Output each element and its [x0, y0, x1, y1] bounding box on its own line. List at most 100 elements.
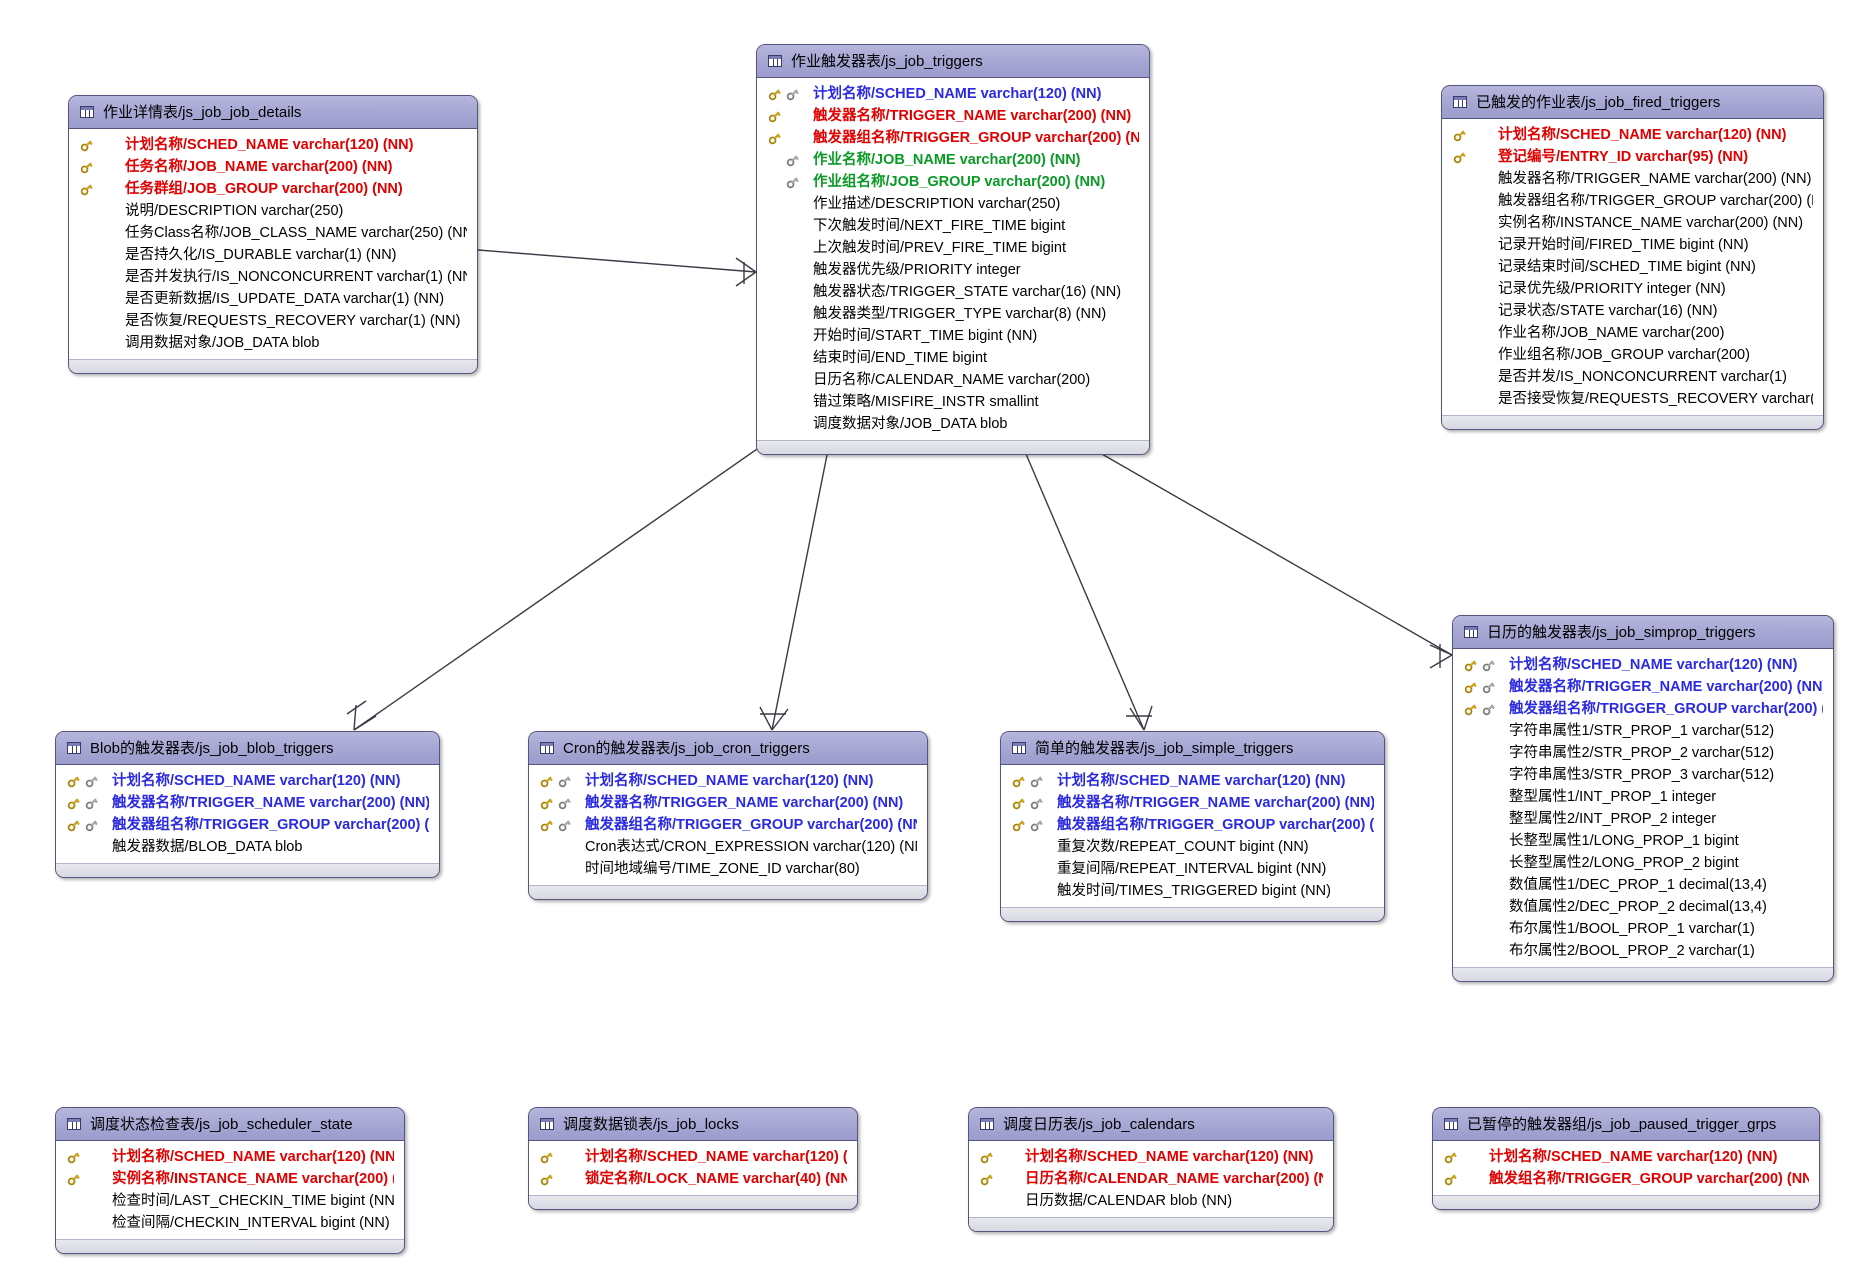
- attribute-row[interactable]: 数值属性1/DEC_PROP_1 decimal(13,4): [1463, 874, 1823, 896]
- attribute-row[interactable]: Cron表达式/CRON_EXPRESSION varchar(120) (NN…: [539, 836, 917, 858]
- attribute-row[interactable]: 触发器状态/TRIGGER_STATE varchar(16) (NN): [767, 281, 1139, 303]
- attribute-row[interactable]: 记录优先级/PRIORITY integer (NN): [1452, 278, 1813, 300]
- attribute-row[interactable]: 计划名称/SCHED_NAME varchar(120) (NN): [1011, 770, 1374, 792]
- attribute-row[interactable]: 时间地域编号/TIME_ZONE_ID varchar(80): [539, 858, 917, 880]
- attribute-row[interactable]: 触发器优先级/PRIORITY integer: [767, 259, 1139, 281]
- attribute-row[interactable]: 重复间隔/REPEAT_INTERVAL bigint (NN): [1011, 858, 1374, 880]
- attribute-row[interactable]: 是否恢复/REQUESTS_RECOVERY varchar(1) (NN): [79, 310, 467, 332]
- entity-fired_triggers[interactable]: 已触发的作业表/js_job_fired_triggers 计划名称/SCHED_…: [1441, 85, 1824, 430]
- attribute-row[interactable]: 下次触发时间/NEXT_FIRE_TIME bigint: [767, 215, 1139, 237]
- attribute-row[interactable]: 字符串属性1/STR_PROP_1 varchar(512): [1463, 720, 1823, 742]
- attribute-row[interactable]: 实例名称/INSTANCE_NAME varchar(200) (NN): [1452, 212, 1813, 234]
- attribute-row[interactable]: 结束时间/END_TIME bigint: [767, 347, 1139, 369]
- entity-header-paused_trigger_grps[interactable]: 已暂停的触发器组/js_job_paused_trigger_grps: [1433, 1108, 1819, 1141]
- attribute-row[interactable]: 触发器组名称/TRIGGER_GROUP varchar(200) (NN): [1011, 814, 1374, 836]
- entity-blob_triggers[interactable]: Blob的触发器表/js_job_blob_triggers 计划名称/SCHED…: [55, 731, 440, 878]
- attribute-row[interactable]: 日历名称/CALENDAR_NAME varchar(200) (NN): [979, 1168, 1323, 1190]
- entity-header-locks[interactable]: 调度数据锁表/js_job_locks: [529, 1108, 857, 1141]
- entity-job_details[interactable]: 作业详情表/js_job_job_details 计划名称/SCHED_NAME …: [68, 95, 478, 374]
- entity-header-calendars[interactable]: 调度日历表/js_job_calendars: [969, 1108, 1333, 1141]
- attribute-row[interactable]: 计划名称/SCHED_NAME varchar(120) (NN): [1443, 1146, 1809, 1168]
- attribute-row[interactable]: 长整型属性2/LONG_PROP_2 bigint: [1463, 852, 1823, 874]
- entity-cron_triggers[interactable]: Cron的触发器表/js_job_cron_triggers 计划名称/SCHED…: [528, 731, 928, 900]
- attribute-row[interactable]: 触发器组名称/TRIGGER_GROUP varchar(200) (NN): [66, 814, 429, 836]
- attribute-row[interactable]: 字符串属性3/STR_PROP_3 varchar(512): [1463, 764, 1823, 786]
- attribute-row[interactable]: 计划名称/SCHED_NAME varchar(120) (NN): [66, 1146, 394, 1168]
- attribute-row[interactable]: 触发组名称/TRIGGER_GROUP varchar(200) (NN): [1443, 1168, 1809, 1190]
- entity-header-simprop_triggers[interactable]: 日历的触发器表/js_job_simprop_triggers: [1453, 616, 1833, 649]
- attribute-row[interactable]: 实例名称/INSTANCE_NAME varchar(200) (NN): [66, 1168, 394, 1190]
- attribute-row[interactable]: 触发器组名称/TRIGGER_GROUP varchar(200) (NN): [539, 814, 917, 836]
- attribute-row[interactable]: 计划名称/SCHED_NAME varchar(120) (NN): [1452, 124, 1813, 146]
- entity-header-blob_triggers[interactable]: Blob的触发器表/js_job_blob_triggers: [56, 732, 439, 765]
- attribute-row[interactable]: 任务群组/JOB_GROUP varchar(200) (NN): [79, 178, 467, 200]
- entity-header-fired_triggers[interactable]: 已触发的作业表/js_job_fired_triggers: [1442, 86, 1823, 119]
- attribute-row[interactable]: 作业名称/JOB_NAME varchar(200) (NN): [767, 149, 1139, 171]
- attribute-row[interactable]: 长整型属性1/LONG_PROP_1 bigint: [1463, 830, 1823, 852]
- attribute-row[interactable]: 触发时间/TIMES_TRIGGERED bigint (NN): [1011, 880, 1374, 902]
- attribute-row[interactable]: 记录状态/STATE varchar(16) (NN): [1452, 300, 1813, 322]
- attribute-row[interactable]: 日历名称/CALENDAR_NAME varchar(200): [767, 369, 1139, 391]
- entity-header-job_details[interactable]: 作业详情表/js_job_job_details: [69, 96, 477, 129]
- entity-calendars[interactable]: 调度日历表/js_job_calendars 计划名称/SCHED_NAME va…: [968, 1107, 1334, 1232]
- attribute-row[interactable]: 开始时间/START_TIME bigint (NN): [767, 325, 1139, 347]
- attribute-row[interactable]: 触发器名称/TRIGGER_NAME varchar(200) (NN): [1452, 168, 1813, 190]
- attribute-row[interactable]: 检查时间/LAST_CHECKIN_TIME bigint (NN): [66, 1190, 394, 1212]
- attribute-row[interactable]: 整型属性2/INT_PROP_2 integer: [1463, 808, 1823, 830]
- attribute-row[interactable]: 上次触发时间/PREV_FIRE_TIME bigint: [767, 237, 1139, 259]
- attribute-row[interactable]: 记录开始时间/FIRED_TIME bigint (NN): [1452, 234, 1813, 256]
- attribute-row[interactable]: 触发器组名称/TRIGGER_GROUP varchar(200) (NN): [767, 127, 1139, 149]
- attribute-row[interactable]: 触发器组名称/TRIGGER_GROUP varchar(200) (NN): [1463, 698, 1823, 720]
- entity-simple_triggers[interactable]: 简单的触发器表/js_job_simple_triggers 计划名称/SCHED…: [1000, 731, 1385, 922]
- entity-header-cron_triggers[interactable]: Cron的触发器表/js_job_cron_triggers: [529, 732, 927, 765]
- entity-triggers[interactable]: 作业触发器表/js_job_triggers 计划名称/SCHED_NAME va…: [756, 44, 1150, 455]
- attribute-row[interactable]: 触发器数据/BLOB_DATA blob: [66, 836, 429, 858]
- attribute-row[interactable]: 作业组名称/JOB_GROUP varchar(200) (NN): [767, 171, 1139, 193]
- attribute-row[interactable]: 记录结束时间/SCHED_TIME bigint (NN): [1452, 256, 1813, 278]
- attribute-row[interactable]: 触发器名称/TRIGGER_NAME varchar(200) (NN): [767, 105, 1139, 127]
- attribute-row[interactable]: 字符串属性2/STR_PROP_2 varchar(512): [1463, 742, 1823, 764]
- attribute-row[interactable]: 是否并发执行/IS_NONCONCURRENT varchar(1) (NN): [79, 266, 467, 288]
- attribute-row[interactable]: 触发器组名称/TRIGGER_GROUP varchar(200) (NN): [1452, 190, 1813, 212]
- attribute-row[interactable]: 作业组名称/JOB_GROUP varchar(200): [1452, 344, 1813, 366]
- attribute-row[interactable]: 计划名称/SCHED_NAME varchar(120) (NN): [539, 770, 917, 792]
- attribute-row[interactable]: 登记编号/ENTRY_ID varchar(95) (NN): [1452, 146, 1813, 168]
- attribute-row[interactable]: 日历数据/CALENDAR blob (NN): [979, 1190, 1323, 1212]
- attribute-row[interactable]: 计划名称/SCHED_NAME varchar(120) (NN): [979, 1146, 1323, 1168]
- attribute-row[interactable]: 计划名称/SCHED_NAME varchar(120) (NN): [539, 1146, 847, 1168]
- attribute-row[interactable]: 触发器类型/TRIGGER_TYPE varchar(8) (NN): [767, 303, 1139, 325]
- entity-locks[interactable]: 调度数据锁表/js_job_locks 计划名称/SCHED_NAME varch…: [528, 1107, 858, 1210]
- attribute-row[interactable]: 计划名称/SCHED_NAME varchar(120) (NN): [1463, 654, 1823, 676]
- attribute-row[interactable]: 触发器名称/TRIGGER_NAME varchar(200) (NN): [539, 792, 917, 814]
- attribute-row[interactable]: 检查间隔/CHECKIN_INTERVAL bigint (NN): [66, 1212, 394, 1234]
- attribute-row[interactable]: 布尔属性2/BOOL_PROP_2 varchar(1): [1463, 940, 1823, 962]
- attribute-row[interactable]: 是否更新数据/IS_UPDATE_DATA varchar(1) (NN): [79, 288, 467, 310]
- attribute-row[interactable]: 触发器名称/TRIGGER_NAME varchar(200) (NN): [1463, 676, 1823, 698]
- entity-header-simple_triggers[interactable]: 简单的触发器表/js_job_simple_triggers: [1001, 732, 1384, 765]
- attribute-row[interactable]: 触发器名称/TRIGGER_NAME varchar(200) (NN): [66, 792, 429, 814]
- attribute-row[interactable]: 作业名称/JOB_NAME varchar(200): [1452, 322, 1813, 344]
- attribute-row[interactable]: 整型属性1/INT_PROP_1 integer: [1463, 786, 1823, 808]
- attribute-row[interactable]: 重复次数/REPEAT_COUNT bigint (NN): [1011, 836, 1374, 858]
- entity-paused_trigger_grps[interactable]: 已暂停的触发器组/js_job_paused_trigger_grps 计划名称/…: [1432, 1107, 1820, 1210]
- attribute-row[interactable]: 调用数据对象/JOB_DATA blob: [79, 332, 467, 354]
- attribute-row[interactable]: 布尔属性1/BOOL_PROP_1 varchar(1): [1463, 918, 1823, 940]
- attribute-row[interactable]: 计划名称/SCHED_NAME varchar(120) (NN): [79, 134, 467, 156]
- attribute-row[interactable]: 调度数据对象/JOB_DATA blob: [767, 413, 1139, 435]
- attribute-row[interactable]: 错过策略/MISFIRE_INSTR smallint: [767, 391, 1139, 413]
- attribute-row[interactable]: 任务名称/JOB_NAME varchar(200) (NN): [79, 156, 467, 178]
- attribute-row[interactable]: 计划名称/SCHED_NAME varchar(120) (NN): [767, 83, 1139, 105]
- attribute-row[interactable]: 触发器名称/TRIGGER_NAME varchar(200) (NN): [1011, 792, 1374, 814]
- attribute-row[interactable]: 计划名称/SCHED_NAME varchar(120) (NN): [66, 770, 429, 792]
- attribute-row[interactable]: 作业描述/DESCRIPTION varchar(250): [767, 193, 1139, 215]
- attribute-row[interactable]: 说明/DESCRIPTION varchar(250): [79, 200, 467, 222]
- attribute-row[interactable]: 是否接受恢复/REQUESTS_RECOVERY varchar(1): [1452, 388, 1813, 410]
- entity-simprop_triggers[interactable]: 日历的触发器表/js_job_simprop_triggers 计划名称/SCHE…: [1452, 615, 1834, 982]
- attribute-row[interactable]: 锁定名称/LOCK_NAME varchar(40) (NN): [539, 1168, 847, 1190]
- attribute-row[interactable]: 是否并发/IS_NONCONCURRENT varchar(1): [1452, 366, 1813, 388]
- entity-header-triggers[interactable]: 作业触发器表/js_job_triggers: [757, 45, 1149, 78]
- attribute-row[interactable]: 任务Class名称/JOB_CLASS_NAME varchar(250) (N…: [79, 222, 467, 244]
- attribute-row[interactable]: 是否持久化/IS_DURABLE varchar(1) (NN): [79, 244, 467, 266]
- attribute-row[interactable]: 数值属性2/DEC_PROP_2 decimal(13,4): [1463, 896, 1823, 918]
